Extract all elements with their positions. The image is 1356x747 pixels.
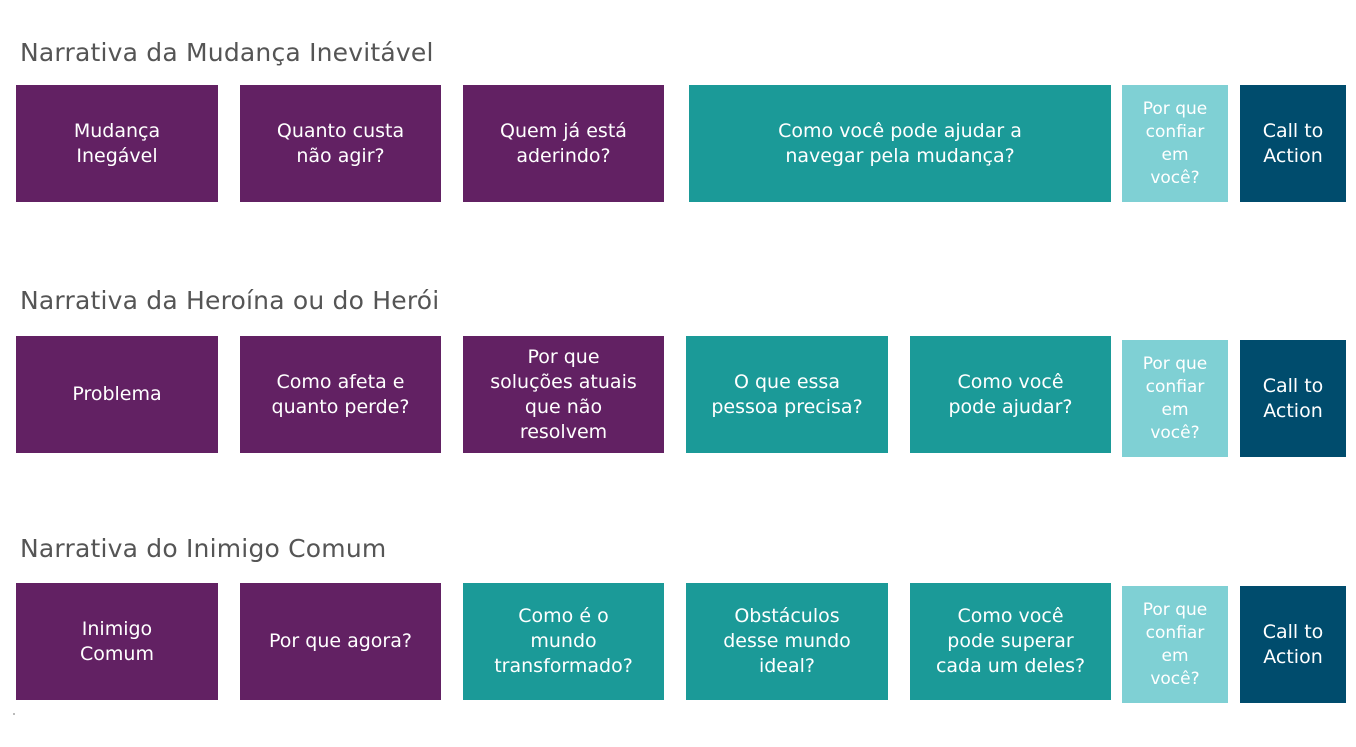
row-3-step-5: Como você pode superar cada um deles? <box>910 583 1111 700</box>
row-3-step-2: Por que agora? <box>240 583 441 700</box>
row-1-step-3: Quem já está aderindo? <box>463 85 664 202</box>
row-1-trust-box: Por que confiar em você? <box>1122 85 1228 202</box>
row-3-step-4: Obstáculos desse mundo ideal? <box>686 583 888 700</box>
row-2-step-5: Como você pode ajudar? <box>910 336 1111 453</box>
row-3-step-1: Inimigo Comum <box>16 583 218 700</box>
row-3-title: Narrativa do Inimigo Comum <box>20 534 387 563</box>
row-3-trust-box: Por que confiar em você? <box>1122 586 1228 703</box>
row-2-title: Narrativa da Heroína ou do Herói <box>20 286 440 315</box>
row-2-trust-box: Por que confiar em você? <box>1122 340 1228 457</box>
row-2-step-4: O que essa pessoa precisa? <box>686 336 888 453</box>
row-3-step-3: Como é o mundo transformado? <box>463 583 664 700</box>
corner-dot <box>13 713 15 715</box>
row-1-step-2: Quanto custa não agir? <box>240 85 441 202</box>
row-2-step-3: Por que soluções atuais que não resolvem <box>463 336 664 453</box>
row-2-cta-box: Call to Action <box>1240 340 1346 457</box>
row-2-step-1: Problema <box>16 336 218 453</box>
row-1-step-4: Como você pode ajudar a navegar pela mud… <box>689 85 1111 202</box>
row-1-step-1: Mudança Inegável <box>16 85 218 202</box>
row-1-cta-box: Call to Action <box>1240 85 1346 202</box>
row-3-cta-box: Call to Action <box>1240 586 1346 703</box>
row-1-title: Narrativa da Mudança Inevitável <box>20 38 434 67</box>
row-2-step-2: Como afeta e quanto perde? <box>240 336 441 453</box>
